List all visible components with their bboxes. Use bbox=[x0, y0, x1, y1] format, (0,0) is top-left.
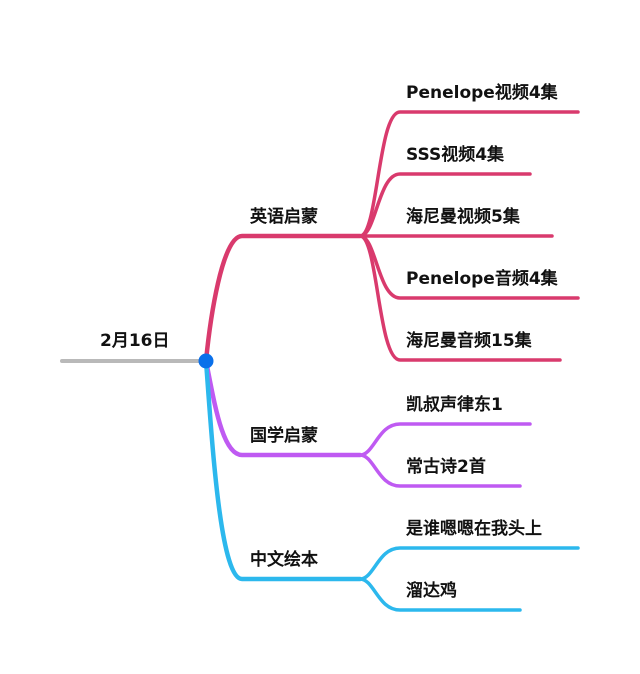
leaf-english-2[interactable]: SSS视频4集 bbox=[358, 144, 532, 238]
leaf-edge bbox=[358, 577, 522, 612]
root-connector-dot[interactable] bbox=[198, 353, 214, 369]
leaf-label: Penelope视频4集 bbox=[406, 82, 559, 103]
branch-label-guoxue: 国学启蒙 bbox=[250, 425, 318, 446]
root-label: 2月16日 bbox=[100, 331, 170, 351]
leaf-label: SSS视频4集 bbox=[406, 144, 505, 165]
leaf-label: 海尼曼音频15集 bbox=[406, 330, 533, 351]
leaf-label: 常古诗2首 bbox=[406, 456, 486, 477]
leaf-english-4[interactable]: Penelope音频4集 bbox=[358, 234, 580, 300]
leaf-label: 溜达鸡 bbox=[406, 580, 457, 601]
leaf-picturebook-2[interactable]: 溜达鸡 bbox=[358, 577, 522, 612]
branch-english[interactable]: 英语启蒙 Penelope视频4集 SSS视频4集 海尼曼视频5集 Penelo… bbox=[203, 82, 580, 364]
leaf-label: 凯叔声律东1 bbox=[406, 394, 503, 415]
leaf-guoxue-2[interactable]: 常古诗2首 bbox=[358, 453, 522, 488]
leaf-edge bbox=[358, 172, 532, 238]
leaf-label: 是谁嗯嗯在我头上 bbox=[406, 518, 542, 539]
root-node[interactable]: 2月16日 bbox=[60, 331, 208, 363]
leaf-label: Penelope音频4集 bbox=[406, 268, 559, 289]
branch-label-picturebook: 中文绘本 bbox=[250, 549, 318, 570]
leaf-edge bbox=[358, 234, 562, 362]
leaf-edge bbox=[358, 422, 532, 457]
branch-guoxue[interactable]: 国学启蒙 凯叔声律东1 常古诗2首 bbox=[203, 358, 532, 488]
branch-edge-english bbox=[203, 233, 363, 364]
leaf-picturebook-1[interactable]: 是谁嗯嗯在我头上 bbox=[358, 518, 580, 581]
leaf-edge bbox=[358, 546, 580, 581]
leaf-english-3[interactable]: 海尼曼视频5集 bbox=[358, 206, 554, 238]
leaf-english-5[interactable]: 海尼曼音频15集 bbox=[358, 234, 562, 362]
leaf-label: 海尼曼视频5集 bbox=[406, 206, 521, 227]
leaf-guoxue-1[interactable]: 凯叔声律东1 bbox=[358, 394, 532, 457]
leaf-edge bbox=[358, 453, 522, 488]
branch-label-english: 英语启蒙 bbox=[250, 206, 318, 227]
branch-picturebook[interactable]: 中文绘本 是谁嗯嗯在我头上 溜达鸡 bbox=[203, 358, 580, 612]
branch-edge-picturebook bbox=[203, 358, 363, 582]
